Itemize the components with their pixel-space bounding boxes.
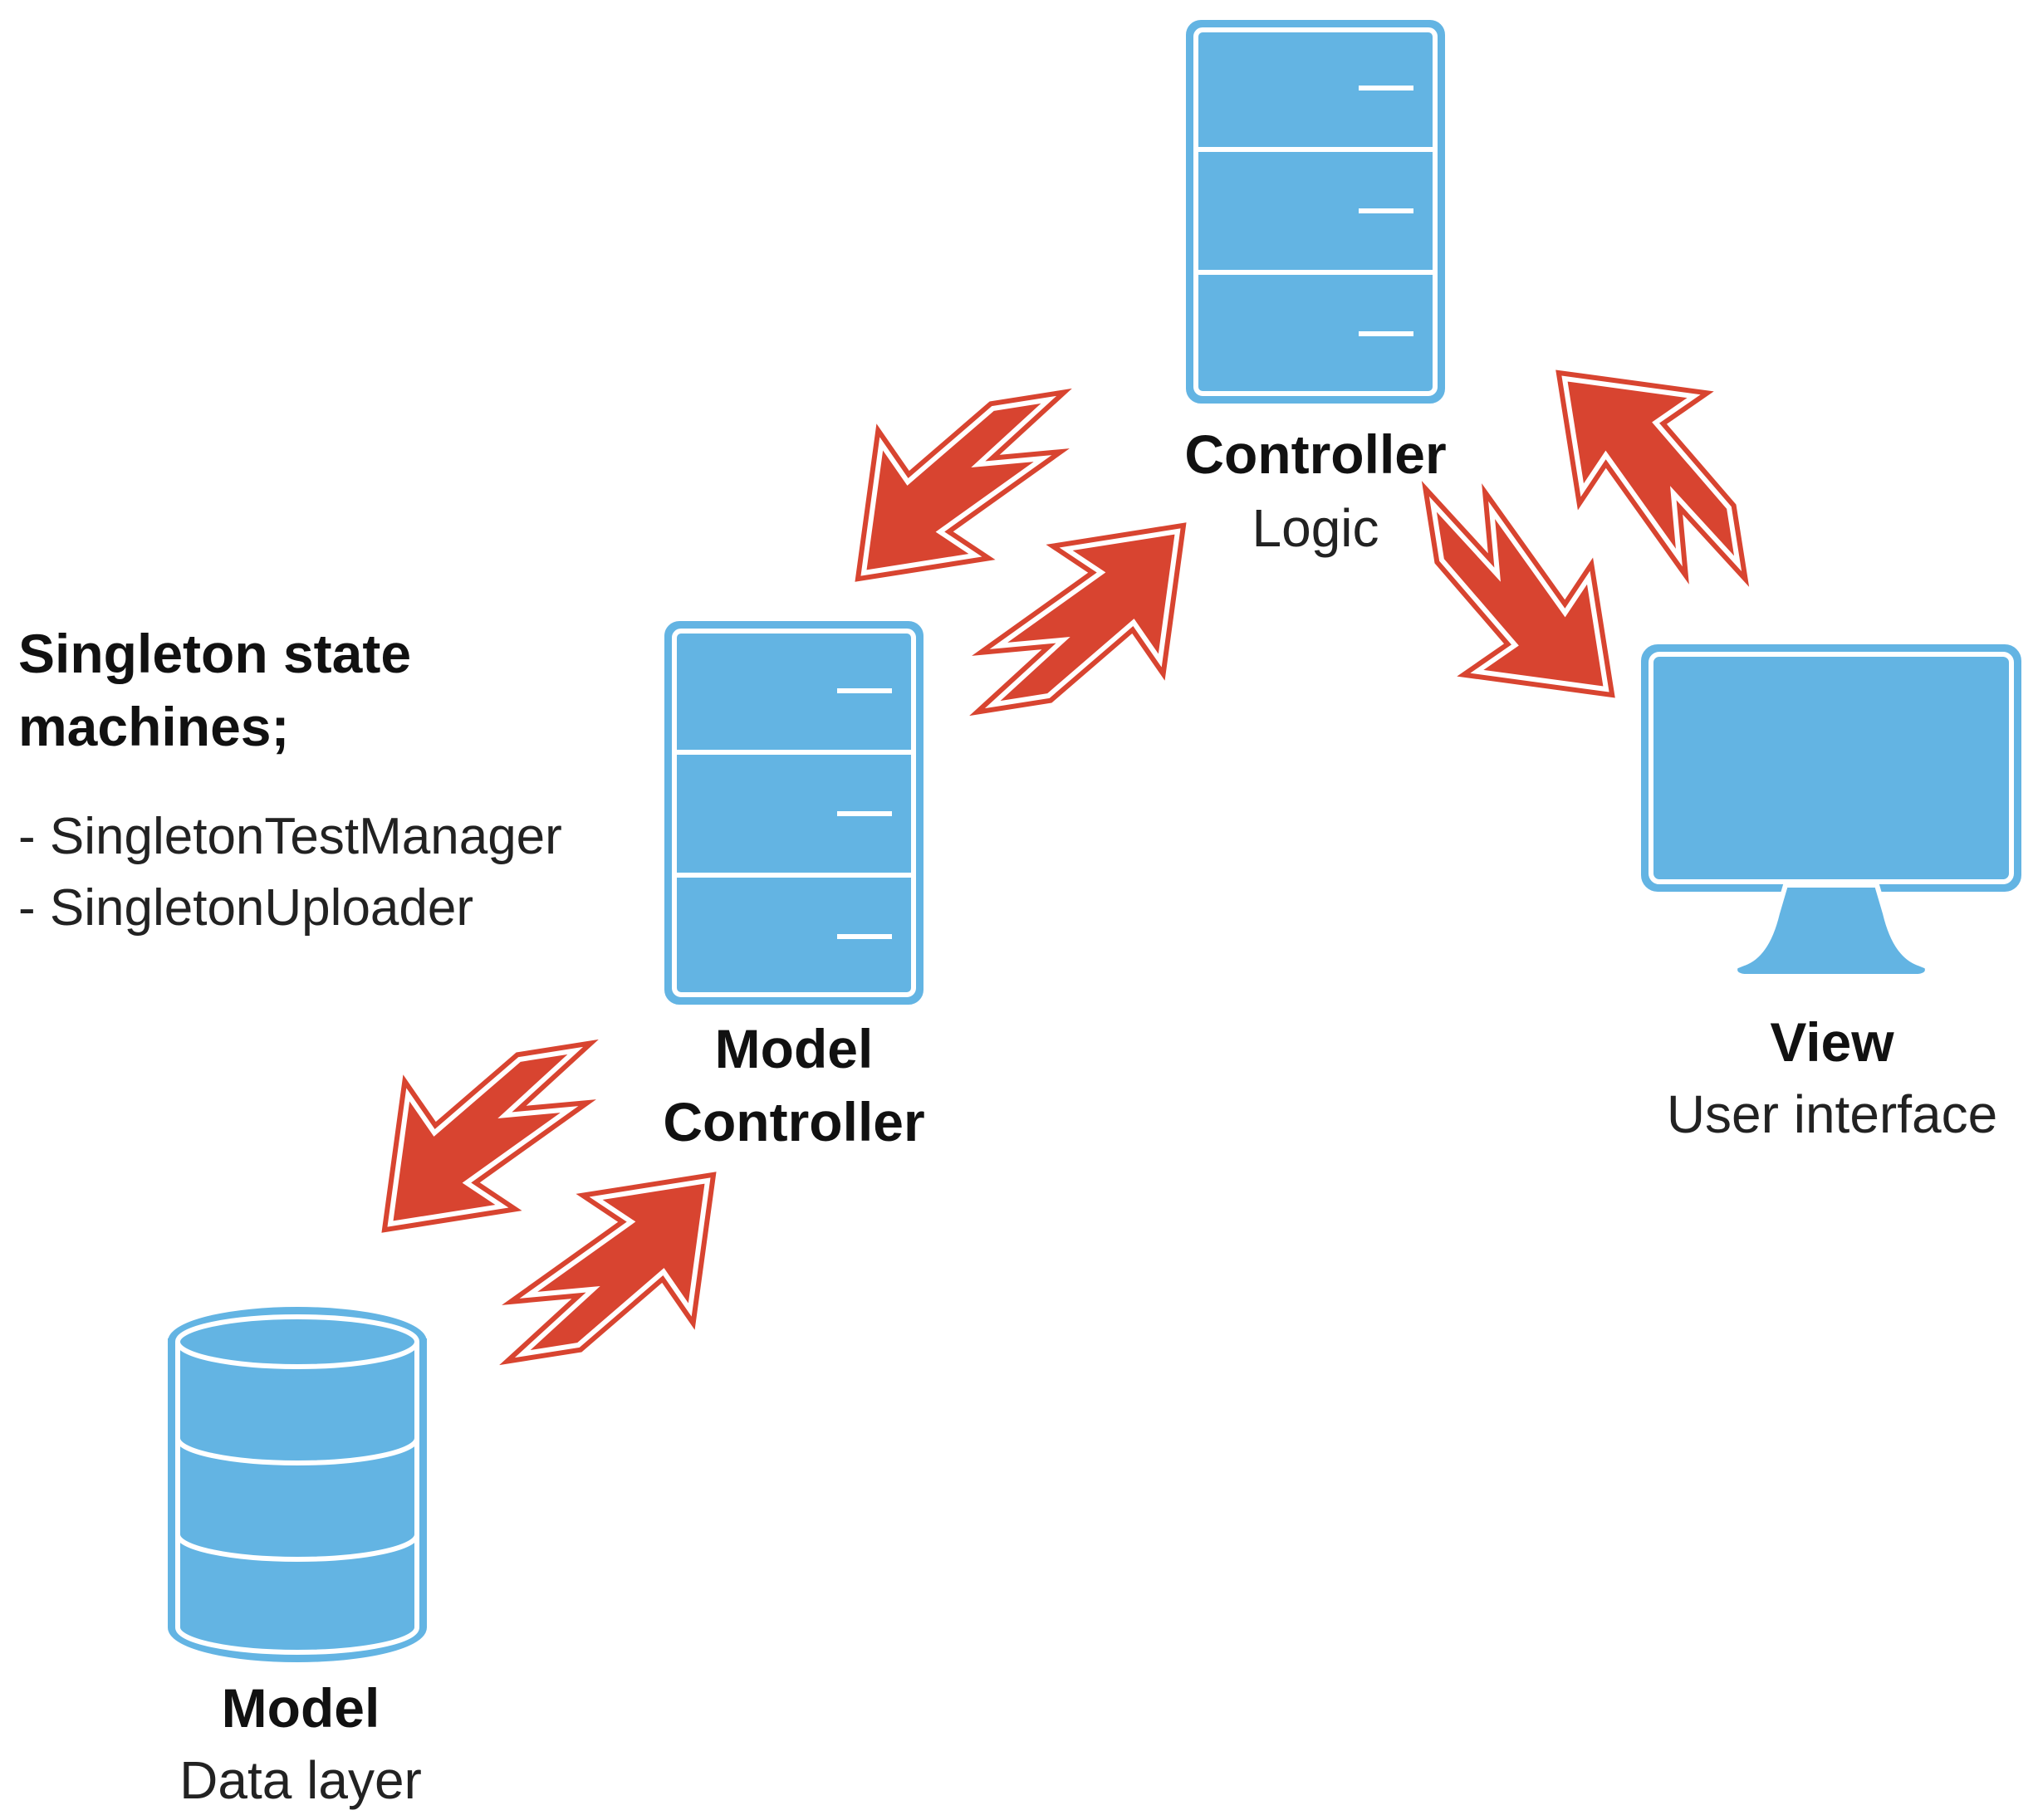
model-subtitle: Data layer <box>179 1750 422 1810</box>
controller-title: Controller <box>1184 423 1446 485</box>
controller-node: Controller Logic <box>1184 20 1447 558</box>
model-controller-title-line2: Controller <box>663 1091 924 1152</box>
view-subtitle: User interface <box>1667 1084 1997 1144</box>
notes-heading-line2: machines; <box>18 696 289 757</box>
controller-subtitle: Logic <box>1252 498 1379 558</box>
server-icon <box>664 621 923 1005</box>
model-controller-title-line1: Model <box>715 1018 874 1079</box>
model-node: Model Data layer <box>168 1307 427 1810</box>
notes-heading-line1: Singleton state <box>18 623 411 684</box>
view-title: View <box>1770 1011 1894 1073</box>
arrow-controller-to-model-controller <box>808 338 1090 619</box>
monitor-icon <box>1641 644 2021 979</box>
notes-item: - SingletonTestManager <box>18 808 562 865</box>
arrow-model-to-model-controller <box>482 1133 763 1415</box>
view-node: View User interface <box>1641 644 2021 1144</box>
arrow-view-to-controller <box>1517 323 1799 604</box>
singleton-notes: Singleton state machines; - SingletonTes… <box>18 623 562 937</box>
model-controller-node: Model Controller <box>663 621 925 1152</box>
arrow-model-controller-to-controller <box>952 484 1233 766</box>
model-title: Model <box>222 1677 380 1739</box>
arrow-controller-to-view <box>1371 463 1653 745</box>
server-icon <box>1186 20 1445 404</box>
arrow-model-controller-to-model <box>335 989 616 1270</box>
database-icon <box>168 1307 427 1662</box>
notes-item: - SingletonUploader <box>18 879 473 937</box>
